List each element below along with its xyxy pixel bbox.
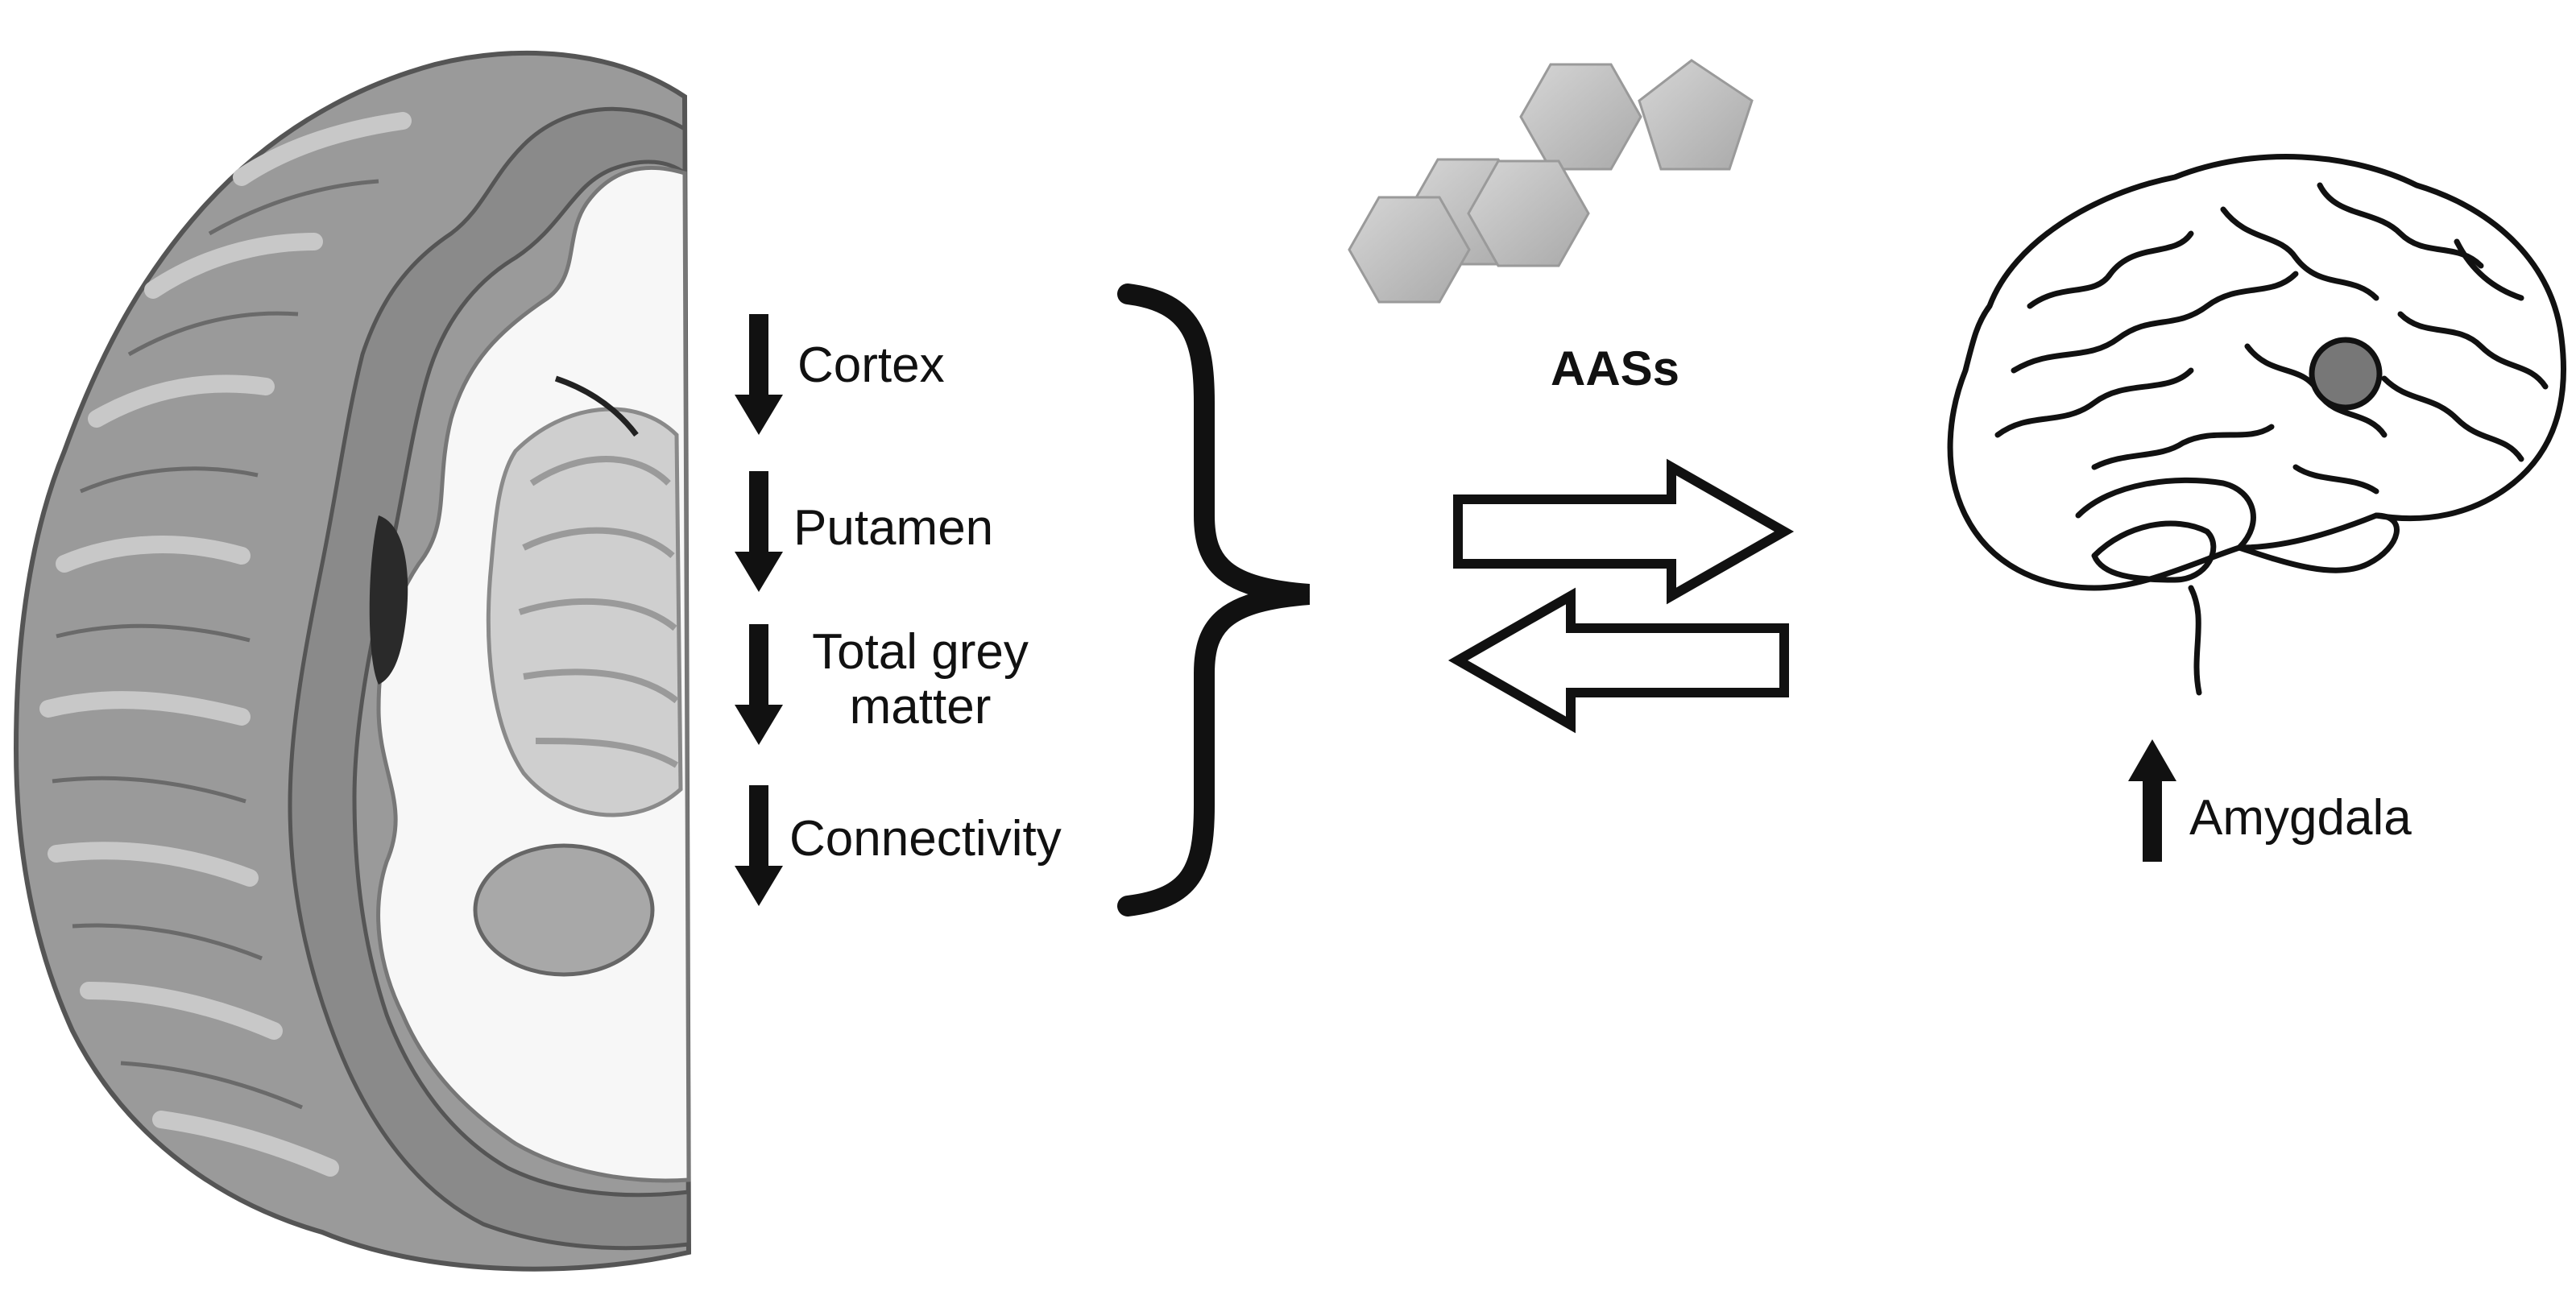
arrow-down-icon xyxy=(735,785,783,906)
coronal-brain-section-icon xyxy=(13,50,692,1272)
brainstem xyxy=(2188,585,2202,696)
arrow-down-icon xyxy=(735,624,783,745)
cerebellum xyxy=(2236,512,2400,573)
molecule-ring xyxy=(1467,159,1590,267)
curly-brace-icon xyxy=(1117,283,1310,917)
label-cortex: Cortex xyxy=(797,337,945,393)
label-aass: AASs xyxy=(1551,341,1680,395)
brain-outline xyxy=(1947,154,2566,591)
lateral-brain-icon xyxy=(1947,154,2566,696)
arrow-right-hollow xyxy=(1453,458,1795,605)
arrow-down-icon xyxy=(735,314,783,435)
label-total-grey: Total grey xyxy=(812,624,1029,680)
molecule-ring xyxy=(1519,63,1642,171)
molecule-ring xyxy=(1638,59,1754,171)
arrow-down-icon xyxy=(735,471,783,592)
fissure-line xyxy=(554,375,639,437)
label-matter: matter xyxy=(849,679,992,735)
label-total-grey-matter: Total grey matter xyxy=(793,624,1047,735)
label-connectivity: Connectivity xyxy=(789,811,1062,867)
label-putamen: Putamen xyxy=(793,500,994,556)
ventricle xyxy=(369,515,408,685)
hippocampal-region xyxy=(2091,520,2217,583)
double-arrow-icon xyxy=(1447,458,1795,734)
sulci-lines xyxy=(52,179,379,1110)
arrow-up-icon xyxy=(2128,739,2176,862)
deep-nuclei xyxy=(486,407,683,817)
amygdala-marker xyxy=(2309,337,2383,411)
label-amygdala: Amygdala xyxy=(2189,790,2412,846)
temporal-structure xyxy=(473,843,655,977)
temporal-lobe xyxy=(2075,477,2256,551)
molecule-icon xyxy=(1348,59,1754,304)
arrow-left-hollow xyxy=(1447,587,1789,734)
nuclei-striations xyxy=(518,456,679,768)
gyri-highlights xyxy=(39,112,412,1177)
molecule-ring xyxy=(1348,196,1471,304)
cortex-ribbon xyxy=(288,106,691,1251)
